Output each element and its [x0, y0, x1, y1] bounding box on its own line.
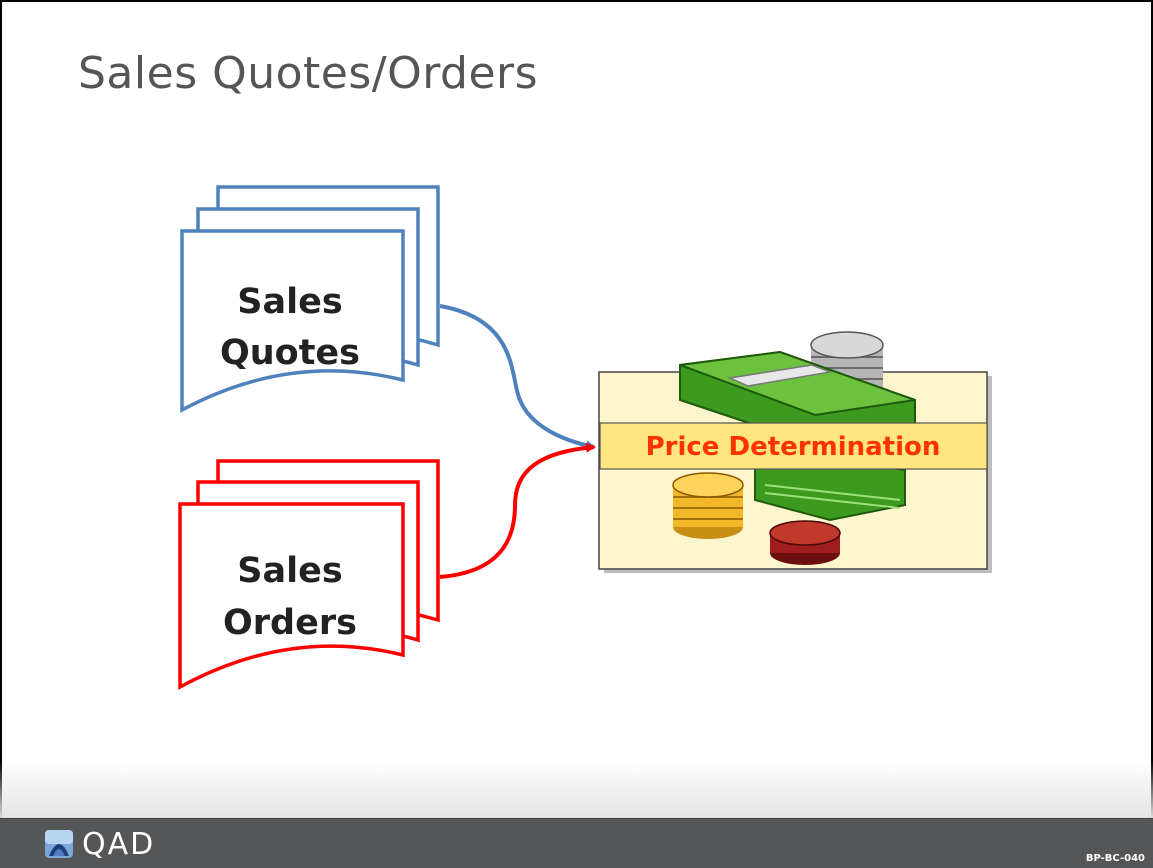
price-determination-box: Price Determination: [598, 331, 992, 573]
sales-orders-label-line2: Orders: [223, 603, 357, 643]
sales-quotes-label-line2: Quotes: [220, 333, 360, 373]
sales-orders-document-stack: Sales Orders: [178, 459, 440, 690]
footer-fade: [0, 760, 1153, 820]
sales-orders-label-line1: Sales: [237, 551, 342, 591]
slide-code: BP-BC-040: [1085, 853, 1145, 864]
price-determination-band: [599, 422, 988, 470]
qad-logo-icon: [45, 830, 73, 858]
footer-bar: QAD BP-BC-040: [0, 818, 1153, 868]
orders-to-price-arrow: [439, 442, 596, 579]
price-determination-label: Price Determination: [646, 432, 941, 462]
qad-logo: QAD: [44, 826, 156, 862]
qad-logo-text: QAD: [82, 826, 156, 862]
sales-quotes-document-stack: Sales Quotes: [180, 185, 440, 413]
page-title: Sales Quotes/Orders: [78, 48, 539, 99]
sales-quotes-label-line1: Sales: [237, 282, 342, 322]
quotes-to-price-arrow: [439, 304, 596, 451]
